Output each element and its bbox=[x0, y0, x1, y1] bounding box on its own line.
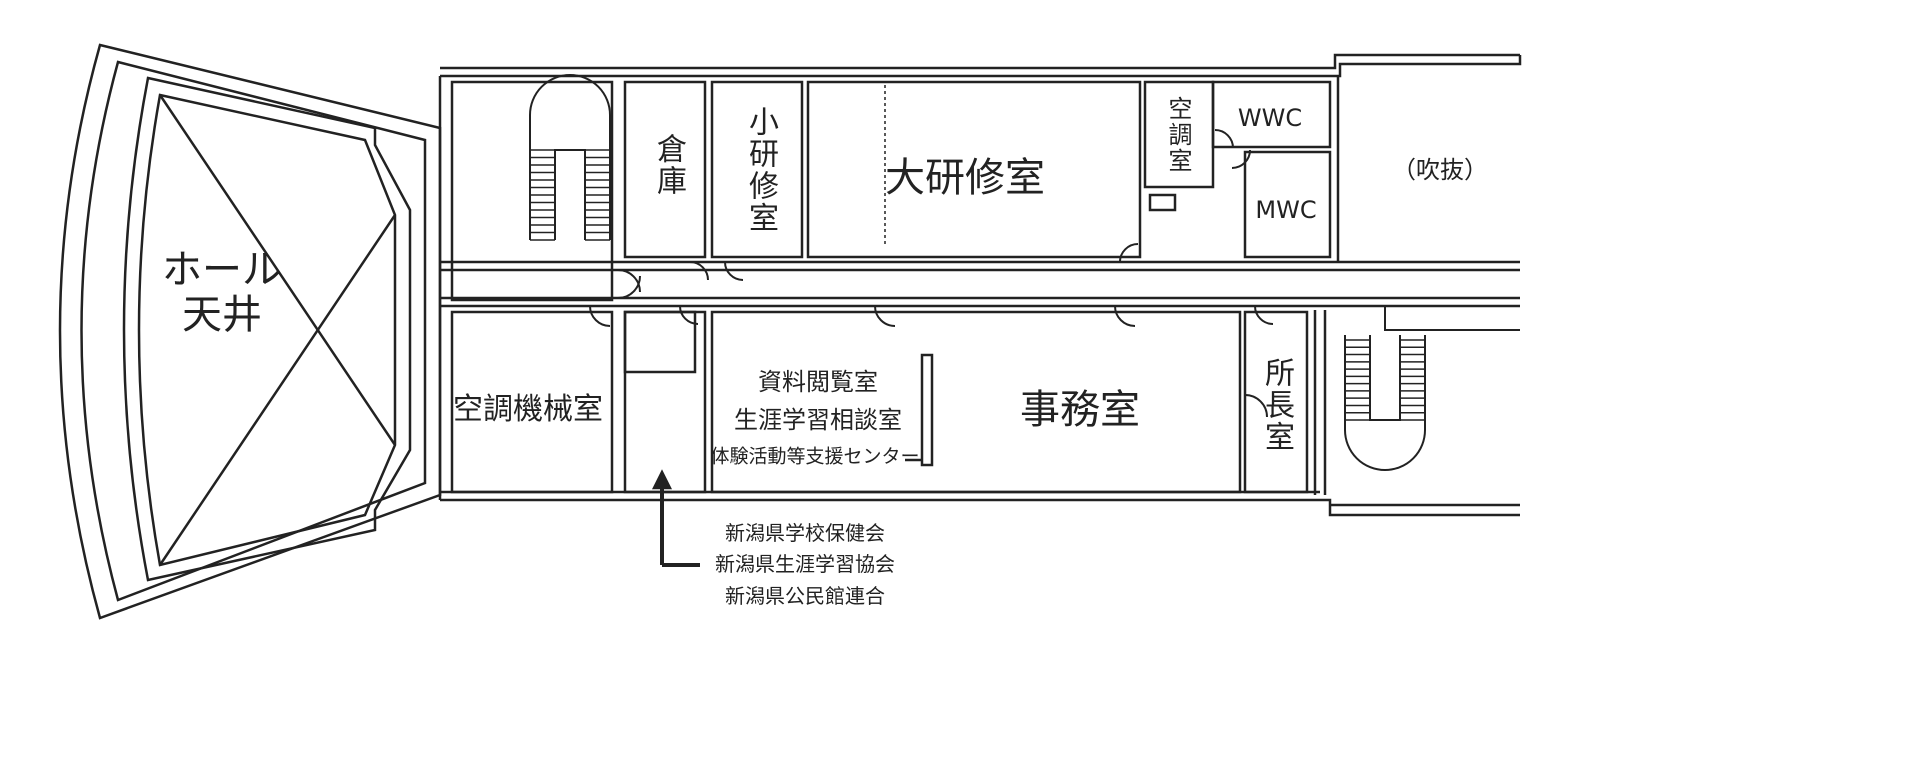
callout-line: 新潟県公民館連合 bbox=[725, 584, 885, 608]
room-label-office: 事務室 bbox=[1020, 387, 1140, 433]
room-label-small-training: 小研修室 bbox=[743, 106, 778, 234]
room-label-wwc: WWC bbox=[1237, 104, 1303, 132]
room-label-support-center: 体験活動等支援センター bbox=[710, 445, 920, 468]
stair-steps bbox=[530, 149, 1425, 421]
callout-line: 新潟県学校保健会 bbox=[725, 521, 885, 545]
room-label-consultation-room: 生涯学習相談室 bbox=[734, 406, 902, 434]
callout-line: 新潟県生涯学習協会 bbox=[715, 552, 895, 576]
room-label-atrium: （吹抜） bbox=[1392, 156, 1488, 184]
callout-arrow bbox=[651, 469, 700, 567]
hall-outline bbox=[58, 43, 442, 620]
room-label-ac-machine-room: 空調機械室 bbox=[453, 392, 603, 427]
door-swings bbox=[589, 129, 1274, 418]
building-walls bbox=[438, 53, 1522, 517]
room-label-hall-ceiling: 天井 bbox=[182, 292, 262, 338]
room-label-large-training: 大研修室 bbox=[885, 155, 1045, 201]
room-label-director-room: 所長室 bbox=[1259, 357, 1294, 453]
room-label-storage: 倉庫 bbox=[651, 133, 686, 197]
room-label-hall: ホール bbox=[162, 247, 282, 293]
stairs-lower-icon bbox=[1344, 305, 1520, 471]
room-label-mwc: MWC bbox=[1255, 196, 1317, 224]
room-label-ac-room: 空調室 bbox=[1164, 96, 1192, 174]
room-label-reading-room: 資料閲覧室 bbox=[758, 368, 878, 396]
